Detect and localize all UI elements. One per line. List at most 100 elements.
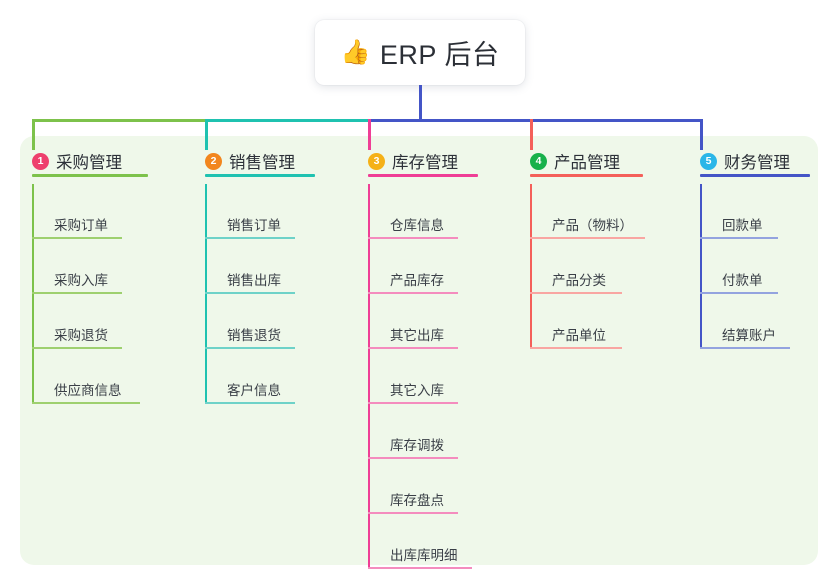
list-item[interactable]: 产品分类: [530, 239, 633, 294]
list-item[interactable]: 库存调拨: [368, 404, 458, 459]
number-badge-icon: 2: [205, 152, 222, 170]
column-rail: [700, 184, 702, 349]
list-item[interactable]: 销售退货: [205, 294, 295, 349]
list-item-label: 产品库存: [390, 272, 444, 288]
column-rail: [32, 184, 34, 404]
list-item-underline: [368, 292, 458, 294]
column-rail: [368, 184, 370, 569]
column-items-产品管理: 产品（物料） 产品分类产品单位: [530, 184, 645, 349]
list-item-underline: [32, 347, 122, 349]
list-item[interactable]: 产品（物料）: [530, 184, 645, 239]
list-item-label: 产品单位: [552, 327, 606, 343]
list-item[interactable]: 客户信息: [205, 349, 295, 404]
column-items-采购管理: 采购订单采购入库采购退货供应商信息: [32, 184, 140, 404]
list-item[interactable]: 付款单: [700, 239, 790, 294]
list-item-underline: [368, 402, 458, 404]
connector-drop-3: [368, 119, 371, 150]
number-badge-icon: 4: [530, 152, 547, 170]
connector-drop-2: [205, 119, 208, 150]
column-rail: [205, 184, 207, 404]
column-财务管理: 5 财务管理回款单付款单结算账户: [700, 146, 810, 349]
list-item-label: 其它出库: [390, 327, 444, 343]
number-badge-icon: 1: [32, 152, 49, 170]
list-item-underline: [205, 347, 295, 349]
column-header-库存管理[interactable]: 3 库存管理: [368, 146, 478, 177]
list-item-label: 库存调拨: [390, 437, 444, 453]
column-items-财务管理: 回款单付款单结算账户: [700, 184, 790, 349]
list-item-underline: [32, 402, 140, 404]
column-title: 财务管理: [724, 154, 790, 172]
column-header-underline: [32, 174, 148, 177]
list-item[interactable]: 产品库存: [368, 239, 458, 294]
diagram-panel: [20, 136, 818, 565]
list-item-underline: [700, 292, 778, 294]
column-title: 库存管理: [392, 154, 458, 172]
list-item[interactable]: 采购入库: [32, 239, 122, 294]
root-node-erp-backend[interactable]: 👍 ERP 后台: [315, 20, 525, 85]
list-item-underline: [368, 457, 458, 459]
list-item[interactable]: 采购订单: [32, 184, 122, 239]
list-item[interactable]: 出库库明细: [368, 514, 472, 569]
column-items-销售管理: 销售订单销售出库销售退货客户信息: [205, 184, 295, 404]
column-库存管理: 3 库存管理仓库信息产品库存其它出库其它入库库存调拨库存盘点出库库明细: [368, 146, 478, 569]
list-item[interactable]: 回款单: [700, 184, 790, 239]
column-header-underline: [700, 174, 810, 177]
list-item[interactable]: 仓库信息: [368, 184, 458, 239]
list-item-underline: [530, 347, 622, 349]
list-item-label: 产品分类: [552, 272, 606, 288]
column-header-产品管理[interactable]: 4 产品管理: [530, 146, 643, 177]
column-title: 产品管理: [554, 154, 620, 172]
list-item-underline: [368, 512, 458, 514]
connector-trunk: [419, 85, 422, 122]
list-item-underline: [530, 292, 622, 294]
list-item-label: 付款单: [722, 272, 763, 288]
column-header-underline: [368, 174, 478, 177]
list-item-label: 回款单: [722, 217, 763, 233]
list-item-underline: [368, 567, 472, 569]
list-item[interactable]: 销售出库: [205, 239, 295, 294]
column-产品管理: 4 产品管理产品（物料） 产品分类产品单位: [530, 146, 645, 349]
list-item-underline: [205, 237, 295, 239]
list-item-label: 销售退货: [227, 327, 281, 343]
connector-bar-segment-3: [368, 119, 701, 122]
column-header-财务管理[interactable]: 5 财务管理: [700, 146, 810, 177]
list-item[interactable]: 销售订单: [205, 184, 295, 239]
root-node-content: 👍 ERP 后台: [341, 33, 500, 72]
list-item-label: 其它入库: [390, 382, 444, 398]
list-item-underline: [32, 292, 122, 294]
list-item[interactable]: 采购退货: [32, 294, 122, 349]
list-item-label: 供应商信息: [54, 382, 122, 398]
list-item-label: 库存盘点: [390, 492, 444, 508]
column-items-库存管理: 仓库信息产品库存其它出库其它入库库存调拨库存盘点出库库明细: [368, 184, 472, 569]
number-badge-icon: 5: [700, 152, 717, 170]
list-item-label: 结算账户: [722, 327, 776, 343]
list-item-underline: [368, 237, 458, 239]
list-item-underline: [530, 237, 645, 239]
list-item-label: 采购退货: [54, 327, 108, 343]
list-item-label: 采购订单: [54, 217, 108, 233]
list-item-label: 客户信息: [227, 382, 281, 398]
list-item[interactable]: 其它出库: [368, 294, 458, 349]
list-item-underline: [368, 347, 458, 349]
column-header-underline: [205, 174, 315, 177]
list-item[interactable]: 供应商信息: [32, 349, 140, 404]
connector-drop-4: [530, 119, 533, 150]
list-item-label: 销售订单: [227, 217, 281, 233]
list-item[interactable]: 其它入库: [368, 349, 458, 404]
list-item-underline: [32, 237, 122, 239]
list-item-underline: [700, 347, 790, 349]
list-item[interactable]: 结算账户: [700, 294, 790, 349]
list-item-underline: [205, 402, 295, 404]
list-item-underline: [205, 292, 295, 294]
list-item-label: 出库库明细: [390, 547, 458, 563]
list-item[interactable]: 产品单位: [530, 294, 633, 349]
column-header-underline: [530, 174, 643, 177]
connector-bar-segment-1: [32, 119, 206, 122]
number-badge-icon: 3: [368, 152, 385, 170]
list-item[interactable]: 库存盘点: [368, 459, 458, 514]
